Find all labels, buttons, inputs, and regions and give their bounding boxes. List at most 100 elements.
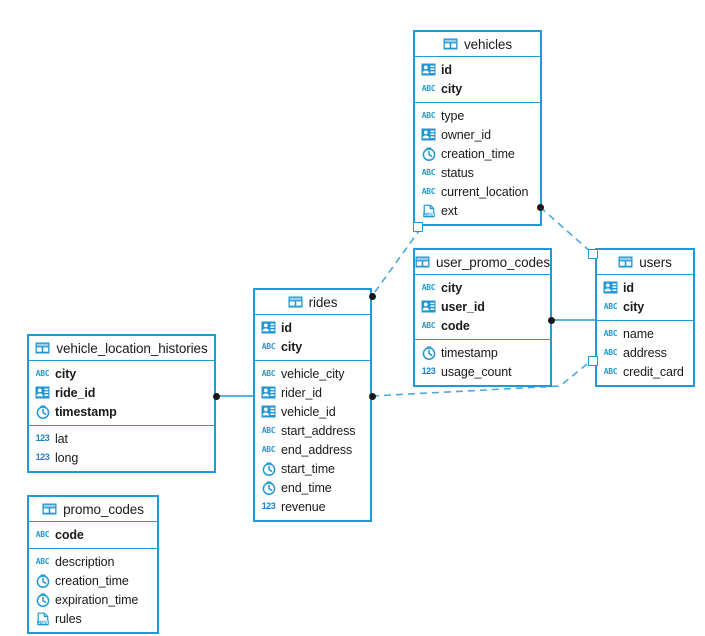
primary-key-field[interactable]: user_id [415, 297, 550, 316]
entity-header[interactable]: rides [255, 290, 370, 315]
123-icon: 123 [35, 452, 50, 462]
abc-icon: ABC [421, 186, 436, 196]
json-file-icon: JSON [35, 611, 50, 626]
entity-title: user_promo_codes [436, 254, 550, 270]
field-label: city [441, 280, 463, 295]
field-label: expiration_time [55, 592, 139, 607]
primary-key-field[interactable]: timestamp [29, 402, 214, 421]
primary-key-field[interactable]: id [597, 278, 693, 297]
column-field[interactable]: timestamp [415, 343, 550, 362]
field-label: creation_time [441, 146, 515, 161]
id-card-icon [421, 127, 436, 142]
primary-key-field[interactable]: ride_id [29, 383, 214, 402]
json-file-icon: JSON [421, 203, 436, 218]
abc-icon: ABC [603, 328, 618, 338]
primary-key-field[interactable]: id [415, 60, 540, 79]
edge-endpoint-dot [548, 316, 555, 324]
abc-icon: ABC [603, 301, 618, 311]
primary-key-field[interactable]: ABC city [597, 297, 693, 316]
entity-header[interactable]: users [597, 250, 693, 275]
column-field[interactable]: ABC end_address [255, 440, 370, 459]
field-label: ride_id [55, 385, 96, 400]
entity-title: vehicles [464, 36, 512, 52]
entity-title: users [639, 254, 672, 270]
column-field[interactable]: start_time [255, 459, 370, 478]
entity-header[interactable]: promo_codes [29, 497, 157, 522]
column-field[interactable]: expiration_time [29, 590, 157, 609]
field-label: end_address [281, 442, 353, 457]
table-icon [35, 341, 50, 356]
primary-key-field[interactable]: id [255, 318, 370, 337]
column-field[interactable]: end_time [255, 478, 370, 497]
column-field[interactable]: owner_id [415, 125, 540, 144]
clock-icon [421, 146, 436, 161]
entity-header[interactable]: user_promo_codes [415, 250, 550, 275]
abc-icon: ABC [261, 341, 276, 351]
column-field[interactable]: creation_time [415, 144, 540, 163]
field-label: usage_count [441, 364, 512, 379]
field-label: city [55, 366, 77, 381]
column-field[interactable]: vehicle_id [255, 402, 370, 421]
entity-title: vehicle_location_histories [56, 340, 208, 356]
abc-icon: ABC [603, 366, 618, 376]
field-label: city [623, 299, 645, 314]
edge-endpoint-square [588, 356, 598, 366]
field-label: name [623, 326, 654, 341]
table-icon [618, 255, 633, 270]
field-label: vehicle_id [281, 404, 336, 419]
123-icon: 123 [261, 501, 276, 511]
column-field[interactable]: rider_id [255, 383, 370, 402]
field-label: owner_id [441, 127, 491, 142]
123-icon: 123 [35, 433, 50, 443]
abc-icon: ABC [261, 444, 276, 454]
field-label: code [55, 527, 84, 542]
column-field[interactable]: ABC name [597, 324, 693, 343]
field-label: rider_id [281, 385, 322, 400]
field-label: address [623, 345, 667, 360]
entity-header[interactable]: vehicle_location_histories [29, 336, 214, 361]
clock-icon [35, 404, 50, 419]
field-label: type [441, 108, 465, 123]
table-icon [443, 37, 458, 52]
field-label: creation_time [55, 573, 129, 588]
id-card-icon [261, 385, 276, 400]
abc-icon: ABC [421, 167, 436, 177]
column-field[interactable]: creation_time [29, 571, 157, 590]
abc-icon: ABC [261, 425, 276, 435]
clock-icon [421, 345, 436, 360]
entity-header[interactable]: vehicles [415, 32, 540, 57]
edge-endpoint-dot [368, 292, 376, 300]
